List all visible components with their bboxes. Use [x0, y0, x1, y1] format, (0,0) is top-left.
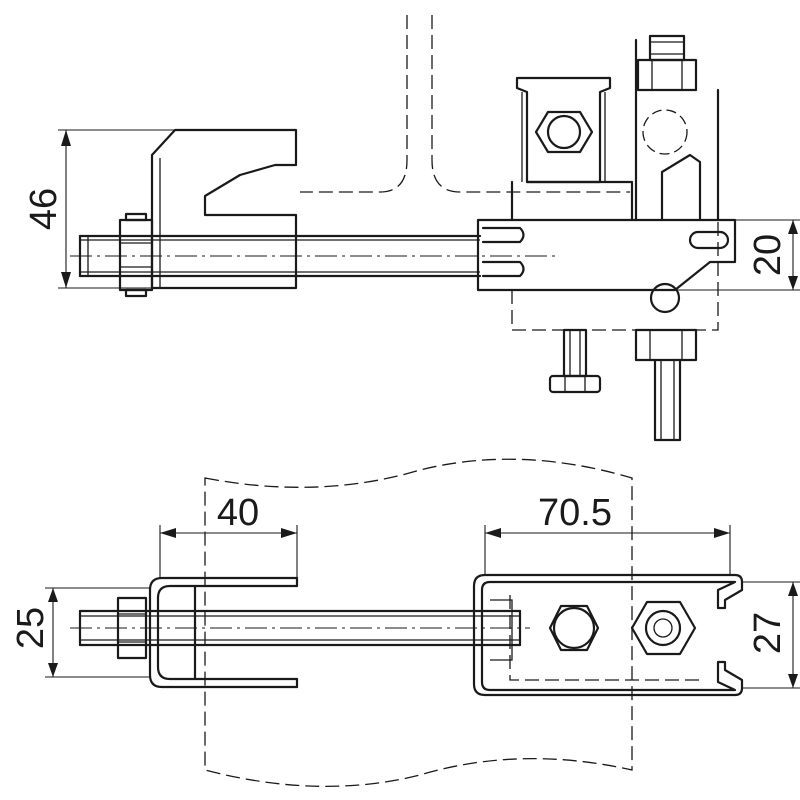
- back-plate-hidden: [511, 90, 719, 331]
- support-bar: [476, 218, 737, 292]
- side-view: 46 20: [23, 15, 800, 442]
- dim-label-70-5: 70.5: [538, 492, 612, 534]
- top-view: 40 70.5 25 27: [10, 458, 800, 788]
- stud-top: [636, 34, 698, 92]
- dimension-46: 46: [23, 129, 176, 289]
- dim-label-20: 20: [747, 234, 789, 276]
- bolt-bottom-left: [548, 328, 602, 394]
- bracket-top: [472, 573, 744, 697]
- right-plate: [634, 38, 720, 314]
- dim-label-40: 40: [217, 492, 259, 534]
- dimension-20: 20: [675, 219, 800, 291]
- rail-profile: [300, 15, 630, 193]
- u-clamp: [148, 576, 299, 689]
- rail-outline-hidden: [204, 458, 633, 788]
- channel-holder: [510, 76, 634, 222]
- hex-nut-left: [118, 212, 154, 298]
- c-clamp-body: [150, 128, 298, 290]
- dimension-40: 40: [159, 492, 298, 578]
- threaded-rod: [78, 234, 482, 278]
- dim-label-25: 25: [10, 607, 52, 649]
- dimension-70-5: 70.5: [484, 492, 731, 575]
- dimension-27: 27: [742, 581, 800, 689]
- bolt-bottom-right: [634, 328, 698, 442]
- dimension-25: 25: [10, 587, 150, 678]
- dim-label-27: 27: [747, 612, 789, 654]
- dim-label-46: 46: [23, 188, 65, 230]
